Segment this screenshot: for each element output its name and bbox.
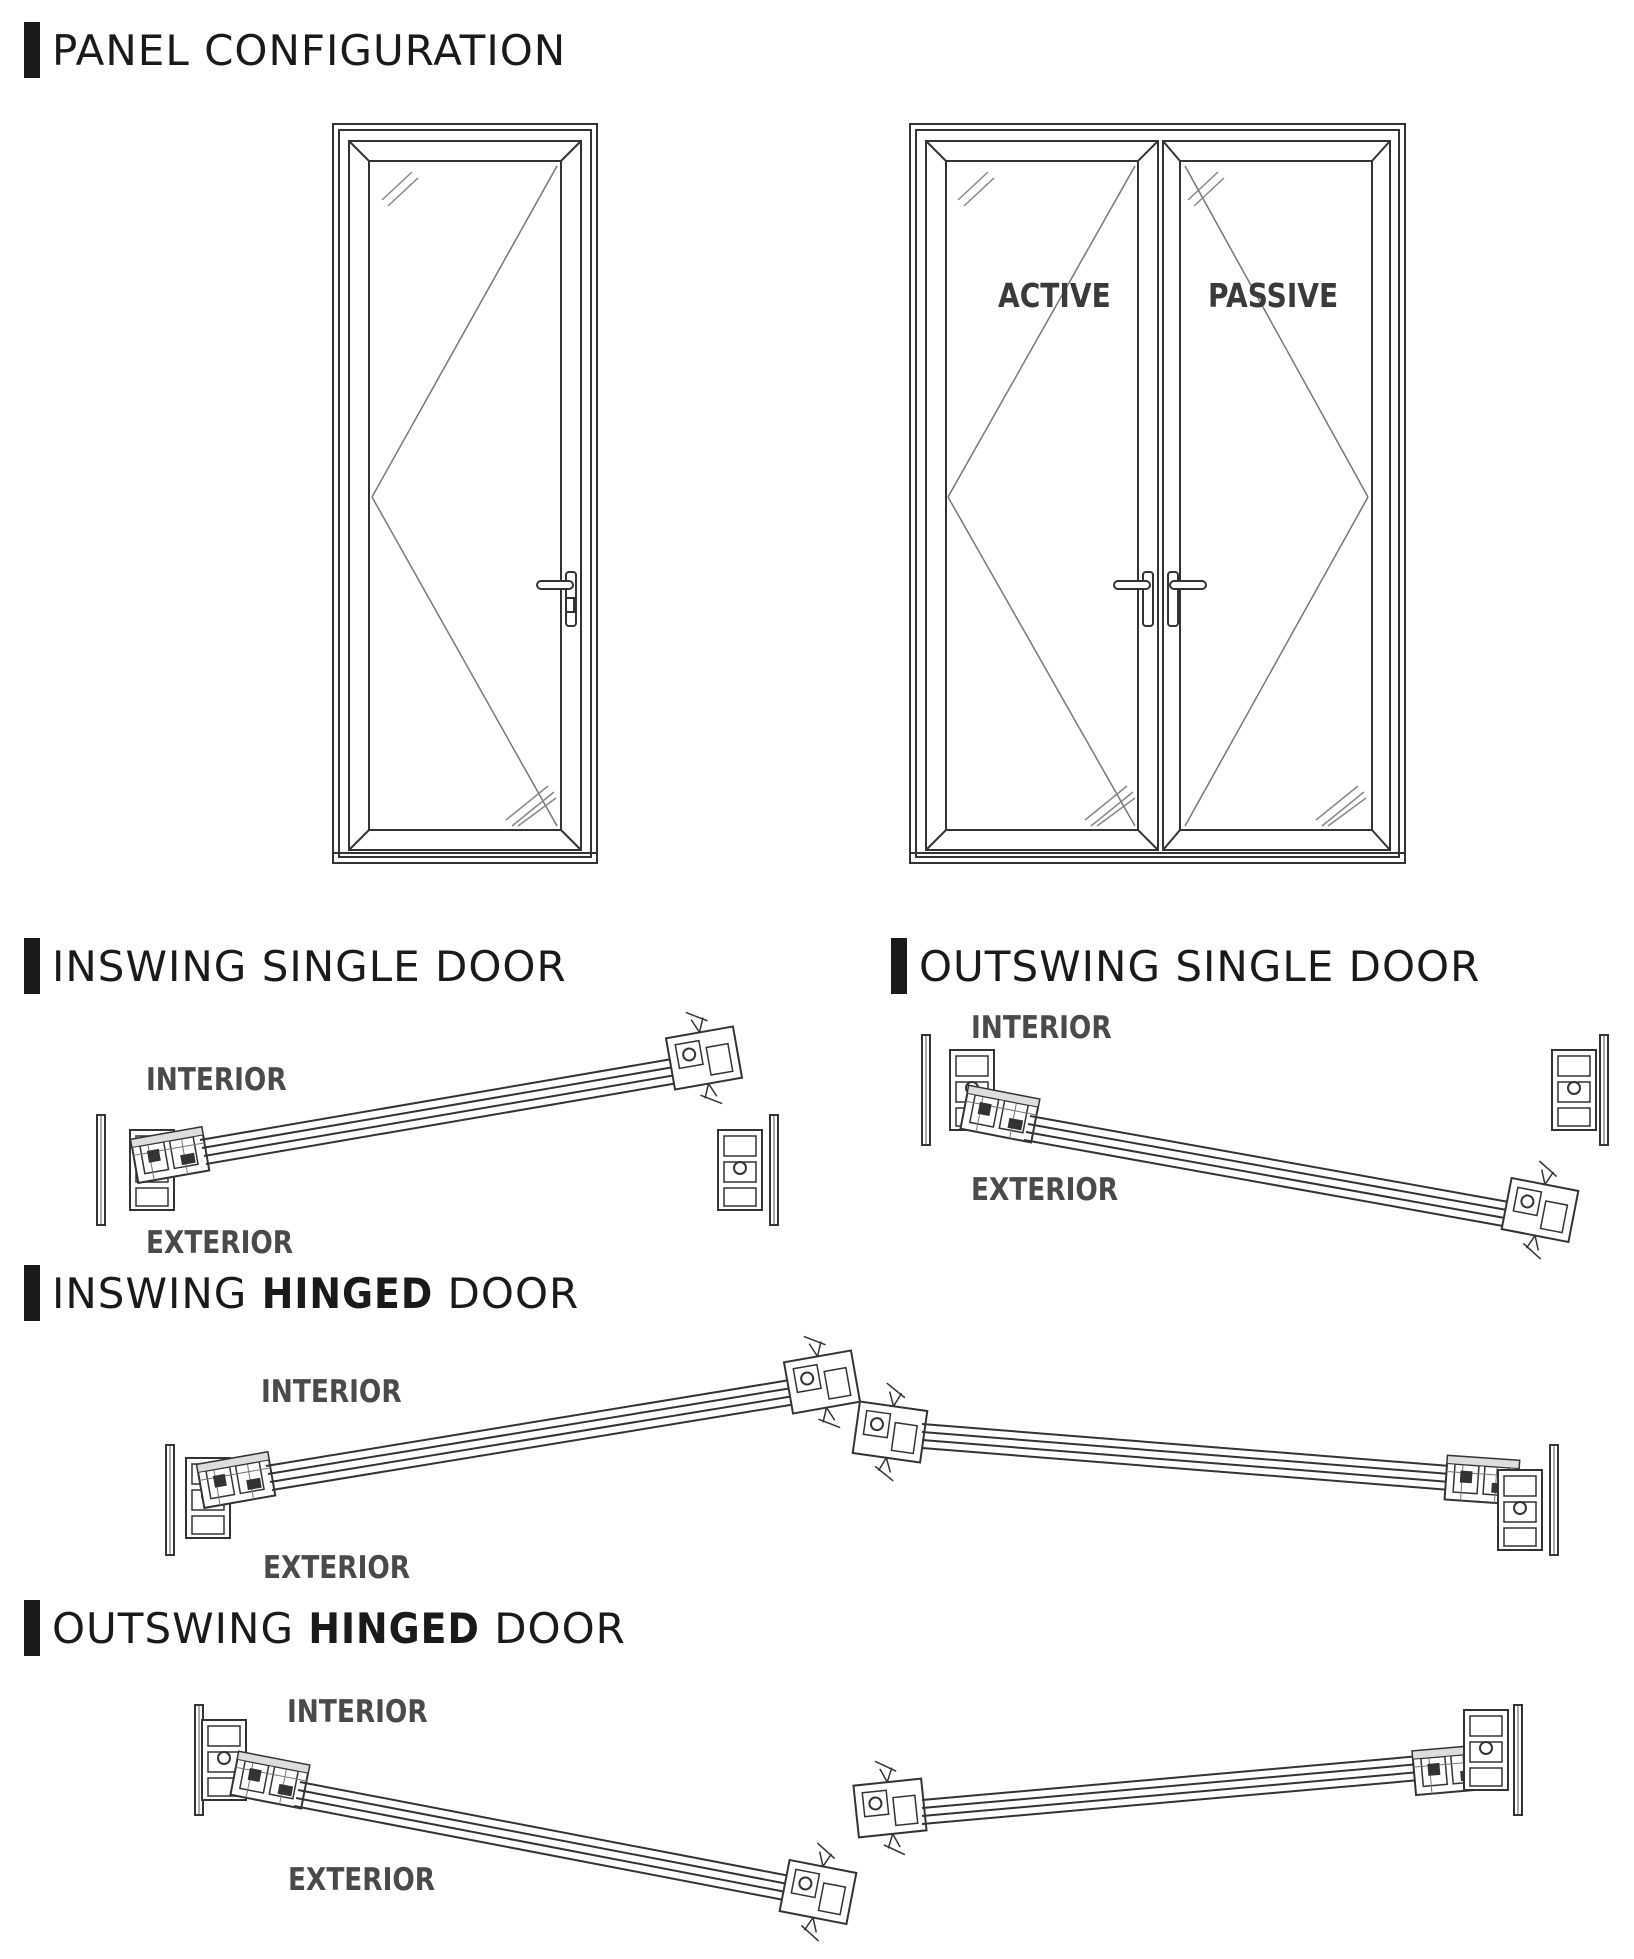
heading-text: INSWING HINGED DOOR xyxy=(52,1269,579,1318)
outswing-single-interior-label: INTERIOR xyxy=(971,1010,1112,1046)
heading-text: INSWING SINGLE DOOR xyxy=(52,941,567,991)
heading-inswing-single-door: INSWING SINGLE DOOR xyxy=(24,938,567,994)
active-label: ACTIVE xyxy=(998,276,1111,315)
outswing-hinged-plan xyxy=(194,1704,1523,1947)
inswing-single-exterior-label: EXTERIOR xyxy=(146,1225,294,1261)
heading-bar xyxy=(891,938,907,994)
heading-bold-word: HINGED xyxy=(308,1603,480,1653)
heading-suffix: DOOR xyxy=(479,1603,626,1653)
heading-outswing-hinged-door: OUTSWING HINGED DOOR xyxy=(24,1600,626,1656)
single-door-elevation xyxy=(332,123,598,864)
inswing-hinged-interior-label: INTERIOR xyxy=(261,1374,402,1410)
heading-inswing-hinged-door: INSWING HINGED DOOR xyxy=(24,1265,579,1321)
heading-bar xyxy=(24,1600,40,1656)
inswing-hinged-exterior-label: EXTERIOR xyxy=(263,1550,411,1586)
heading-outswing-single-door: OUTSWING SINGLE DOOR xyxy=(891,938,1480,994)
passive-label: PASSIVE xyxy=(1208,276,1339,315)
heading-bar xyxy=(24,938,40,994)
heading-bar xyxy=(24,1265,40,1321)
heading-bold-word: HINGED xyxy=(261,1268,434,1318)
heading-text: OUTSWING SINGLE DOOR xyxy=(919,941,1481,991)
heading-suffix: DOOR xyxy=(433,1268,580,1318)
inswing-single-plan xyxy=(96,1003,779,1226)
heading-panel-configuration: PANEL CONFIGURATION xyxy=(24,22,566,78)
outswing-hinged-exterior-label: EXTERIOR xyxy=(288,1862,436,1898)
double-door-elevation xyxy=(909,123,1406,864)
inswing-hinged-plan xyxy=(165,1327,1559,1556)
heading-prefix: INSWING xyxy=(52,1268,262,1318)
outswing-single-exterior-label: EXTERIOR xyxy=(971,1172,1119,1208)
outswing-hinged-interior-label: INTERIOR xyxy=(287,1694,428,1730)
outswing-single-plan xyxy=(921,1034,1609,1265)
single-door-handle xyxy=(536,571,577,627)
inswing-single-interior-label: INTERIOR xyxy=(146,1062,287,1098)
heading-prefix: OUTSWING xyxy=(52,1603,309,1653)
heading-text: OUTSWING HINGED DOOR xyxy=(52,1604,626,1653)
heading-text: PANEL CONFIGURATION xyxy=(52,25,567,75)
double-door-handles xyxy=(1113,571,1207,627)
heading-bar xyxy=(24,22,40,78)
